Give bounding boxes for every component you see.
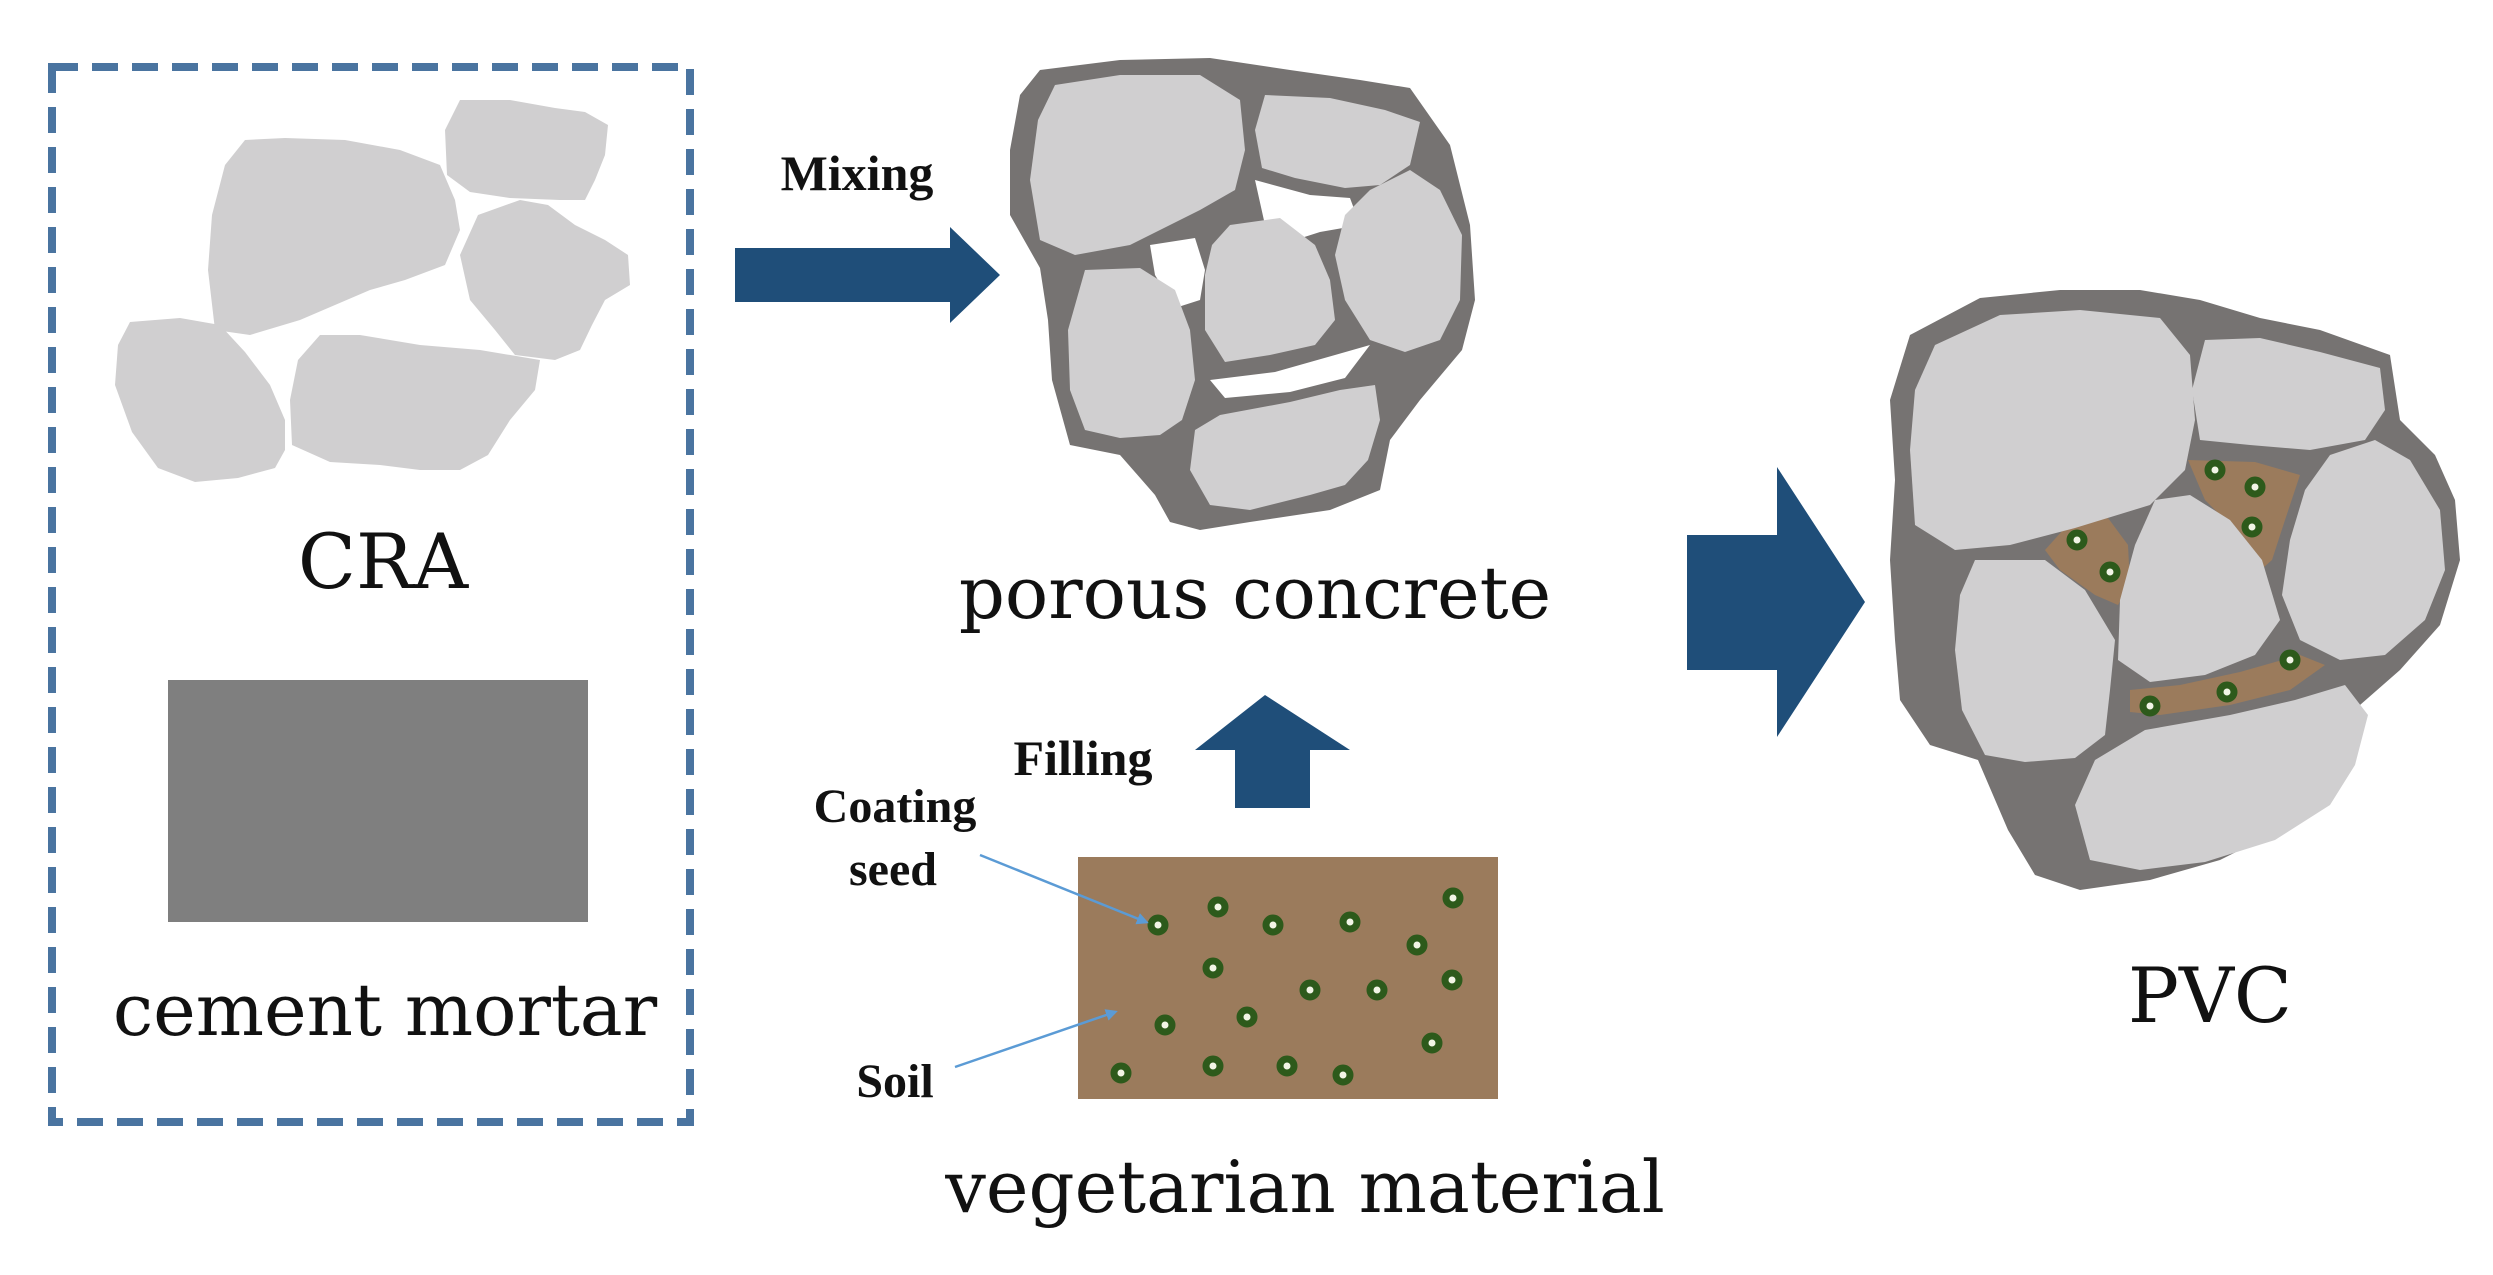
- coating-seed: [1339, 911, 1361, 933]
- coating-seed: [1110, 1062, 1132, 1084]
- soil-label: Soil: [856, 1055, 933, 1108]
- porous-concrete-aggregates: [1030, 75, 1462, 510]
- coating-seed: [1441, 969, 1463, 991]
- coating-seed-group: [1110, 887, 1464, 1086]
- pvc-label: PVC: [2128, 951, 2292, 1040]
- pvc-coating-seed: [2279, 649, 2301, 671]
- pvc-coating-seed: [2244, 476, 2266, 498]
- process-arrow-icon: [1687, 467, 1865, 737]
- pvc-aggregate-4: [2118, 495, 2280, 682]
- porous-concrete-void-3: [1210, 345, 1370, 398]
- cra-aggregate-2: [445, 100, 608, 200]
- pvc-aggregate-5: [1955, 560, 2115, 762]
- pvc-aggregate-1: [1910, 310, 2195, 550]
- cra-aggregate-5: [290, 335, 540, 470]
- pvc-aggregates: [1910, 310, 2445, 870]
- porous-concrete-label: porous concrete: [959, 551, 1551, 635]
- porous-concrete-aggregate-4: [1205, 218, 1335, 362]
- mixing-label: Mixing: [781, 145, 934, 201]
- coating-seed: [1236, 1006, 1258, 1028]
- mixing-arrow-icon: [735, 227, 1000, 323]
- coating-seed: [1202, 1055, 1224, 1077]
- coating-seed: [1262, 914, 1284, 936]
- pvc-coating-seed: [2099, 561, 2121, 583]
- porous-concrete-void-2: [1150, 238, 1205, 308]
- pvc-coating-seed: [2241, 516, 2263, 538]
- porous-concrete-cluster: [1010, 58, 1475, 530]
- vegetarian-material-label: vegetarian material: [944, 1145, 1665, 1229]
- pvc-coating-seed: [2066, 529, 2088, 551]
- pvc-seed-group: [2066, 459, 2301, 717]
- cra-aggregate-1: [208, 138, 460, 335]
- coating-seed: [1366, 979, 1388, 1001]
- cra-label: CRA: [298, 517, 469, 606]
- coating-seed: [1406, 934, 1428, 956]
- filling-label: Filling: [1014, 730, 1153, 786]
- cra-aggregate-4: [115, 318, 285, 482]
- porous-concrete-aggregate-2: [1255, 95, 1420, 188]
- filling-arrow-icon: [1195, 695, 1350, 808]
- pvc-aggregate-6: [2075, 685, 2368, 870]
- pvc-cluster: [1890, 290, 2460, 890]
- pvc-soil-pocket-2: [2045, 518, 2130, 605]
- coating-seed: [1202, 957, 1224, 979]
- coating-seed: [1442, 887, 1464, 909]
- coating-seed: [1421, 1032, 1443, 1054]
- pvc-aggregate-2: [2192, 338, 2385, 450]
- coating-seed: [1299, 979, 1321, 1001]
- coating-seed: [1276, 1055, 1298, 1077]
- pvc-coating-seed: [2204, 459, 2226, 481]
- cra-aggregate-3: [460, 200, 630, 360]
- porous-concrete-aggregate-6: [1190, 385, 1380, 510]
- raw-materials-dashed-box: [48, 63, 694, 1126]
- cra-aggregate-group: [115, 100, 630, 482]
- coating-seed: [1207, 896, 1229, 918]
- coating-seed-label-line1: Coating: [814, 780, 977, 833]
- porous-concrete-aggregate-5: [1068, 268, 1195, 438]
- pvc-soil-pocket-1: [2188, 460, 2300, 575]
- porous-concrete-aggregate-3: [1335, 170, 1462, 352]
- pvc-aggregate-3: [2282, 440, 2445, 660]
- coating-seed: [1332, 1064, 1354, 1086]
- coating-seed-pointer: [979, 853, 1149, 925]
- pvc-coating-seed: [2139, 695, 2161, 717]
- cement-mortar-block: [168, 680, 588, 922]
- porous-concrete-aggregate-1: [1030, 75, 1245, 255]
- pvc-coating-seed: [2216, 681, 2238, 703]
- cement-mortar-label: cement mortar: [113, 968, 658, 1052]
- coating-seed: [1154, 1014, 1176, 1036]
- coating-seed-label-line2: seed: [849, 843, 937, 896]
- soil-pointer: [954, 1009, 1118, 1069]
- coating-seed: [1147, 914, 1169, 936]
